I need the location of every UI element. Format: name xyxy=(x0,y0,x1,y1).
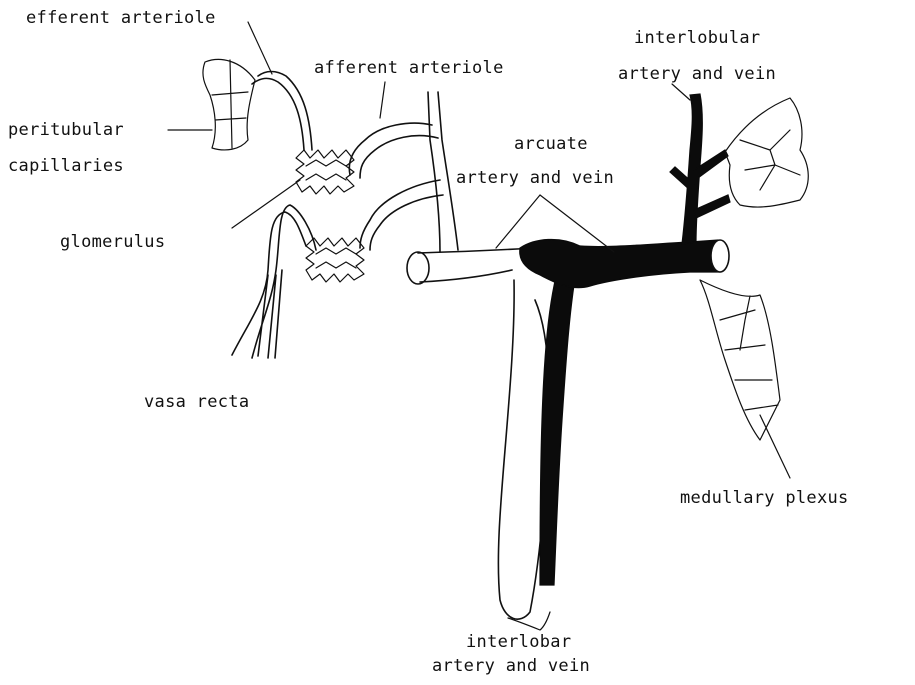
afferent-trunk xyxy=(428,92,458,252)
label-arcuate-line1: arcuate xyxy=(514,136,588,153)
arcuate-vein xyxy=(520,239,720,287)
afferent-pointer xyxy=(380,82,385,118)
afferent-arteriole-upper xyxy=(349,123,438,178)
label-peritubular-line1: peritubular xyxy=(8,122,124,139)
label-glomerulus: glomerulus xyxy=(60,234,165,251)
medullary-plexus-net xyxy=(700,280,780,440)
arcuate-artery xyxy=(418,248,535,282)
afferent-arteriole-lower xyxy=(360,180,443,250)
label-arcuate-line2: artery and vein xyxy=(456,170,614,187)
label-peritubular-line2: capillaries xyxy=(8,158,124,175)
interlobar-vein xyxy=(540,262,578,585)
label-vasa-recta: vasa recta xyxy=(144,394,249,411)
label-interlobar-line1: interlobar xyxy=(466,634,571,651)
label-afferent-arteriole: afferent arteriole xyxy=(314,60,504,77)
interlobular-pointer xyxy=(672,84,690,100)
arcuate-vein-opening xyxy=(711,240,729,272)
interlobar-bracket xyxy=(508,612,550,630)
label-interlobular-line2: artery and vein xyxy=(618,66,776,83)
medullary-pointer xyxy=(760,415,790,478)
arcuate-pointer-left xyxy=(496,195,540,248)
label-interlobar-line2: artery and vein xyxy=(432,658,590,675)
peritubular-capillary-net xyxy=(203,59,255,149)
vasa-recta xyxy=(232,205,316,358)
efferent-arteriole xyxy=(252,72,312,151)
interlobular-branch-2 xyxy=(694,195,730,218)
efferent-pointer xyxy=(248,22,272,74)
glomerulus-upper xyxy=(296,150,354,194)
label-medullary-plexus: medullary plexus xyxy=(680,490,849,507)
cortical-capillary-net xyxy=(725,98,808,207)
glomerulus-pointer xyxy=(232,180,300,228)
arcuate-artery-opening xyxy=(407,252,429,284)
label-efferent-arteriole: efferent arteriole xyxy=(26,10,216,27)
label-interlobular-line1: interlobular xyxy=(634,30,760,47)
